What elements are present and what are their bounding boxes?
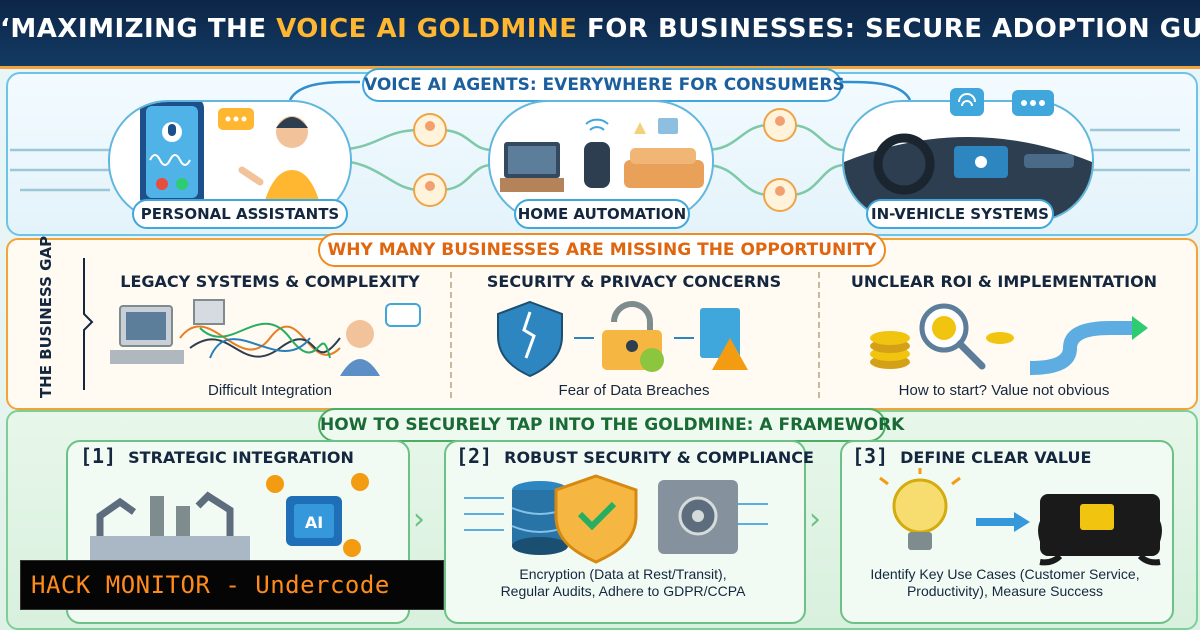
- title-highlight: VOICE AI GOLDMINE: [276, 14, 578, 44]
- tangled-wires-computer-icon: [110, 299, 421, 376]
- gap-caption-roi: How to start? Value not obvious: [898, 382, 1110, 399]
- step-heading: ROBUST SECURITY & COMPLIANCE: [504, 448, 814, 467]
- caption-line: Regular Audits, Adhere to GDPR/CCPA: [500, 583, 746, 599]
- framework-heading-3: [3] DEFINE CLEAR VALUE: [852, 444, 1091, 468]
- gap-heading-roi: UNCLEAR ROI & IMPLEMENTATION: [850, 272, 1158, 291]
- scene-label-personal-assistants: PERSONAL ASSISTANTS: [132, 199, 348, 229]
- watermark-text: HACK MONITOR - Undercode: [31, 571, 390, 599]
- framework-caption-2: Encryption (Data at Rest/Transit),Regula…: [450, 566, 796, 600]
- step-number: [2]: [456, 444, 493, 468]
- gap-caption-security: Fear of Data Breaches: [558, 382, 710, 399]
- database-shield-vault-icon: [464, 474, 768, 564]
- voice-bubbles-icon: [950, 88, 1054, 116]
- lightbulb-coins-icon: [879, 468, 1162, 566]
- title-suffix: FOR BUSINESSES: SECURE ADOPTION GUIDE: [577, 14, 1200, 44]
- gap-heading-legacy: LEGACY SYSTEMS & COMPLEXITY: [120, 272, 420, 291]
- chevron-right-icon: ›: [809, 502, 821, 537]
- framework-banner: HOW TO SECURELY TAP INTO THE GOLDMINE: A…: [318, 408, 904, 442]
- caption-line: Productivity), Measure Success: [906, 583, 1104, 599]
- step-heading: STRATEGIC INTEGRATION: [128, 448, 354, 467]
- title-prefix: ‘MAXIMIZING THE: [0, 14, 277, 44]
- consumer-banner: VOICE AI AGENTS: EVERYWHERE FOR CONSUMER…: [362, 68, 845, 102]
- caption-line: Identify Key Use Cases (Customer Service…: [870, 566, 1140, 582]
- coins-magnifier-path-icon: [870, 303, 1148, 375]
- gap-banner: WHY MANY BUSINESSES ARE MISSING THE OPPO…: [318, 233, 886, 267]
- side-label-text: THE BUSINESS GAP: [37, 235, 55, 399]
- framework-caption-3: Identify Key Use Cases (Customer Service…: [846, 566, 1164, 600]
- caption-line: Encryption (Data at Rest/Transit),: [519, 566, 727, 582]
- scene-label-in-vehicle: IN-VEHICLE SYSTEMS: [866, 199, 1054, 229]
- bracket-icon: [83, 258, 94, 390]
- gap-divider-1: [450, 272, 452, 398]
- smart-speaker-living-room-icon: [500, 118, 704, 192]
- step-number: [1]: [80, 444, 117, 468]
- chevron-right-icon: ›: [413, 502, 425, 537]
- broken-shield-lock-icon: [497, 300, 748, 378]
- smartphone-assistant-icon: [140, 102, 324, 220]
- scene-label-home-automation: HOME AUTOMATION: [514, 199, 690, 229]
- gap-caption-legacy: Difficult Integration: [208, 382, 332, 399]
- gap-divider-2: [818, 272, 820, 398]
- title-bar: ‘MAXIMIZING THE VOICE AI GOLDMINE FOR BU…: [0, 0, 1200, 69]
- framework-heading-1: [1] STRATEGIC INTEGRATION: [80, 444, 354, 468]
- ai-chip-label: AI: [305, 513, 323, 532]
- step-number: [3]: [852, 444, 889, 468]
- page-title: ‘MAXIMIZING THE VOICE AI GOLDMINE FOR BU…: [0, 14, 1200, 44]
- step-heading: DEFINE CLEAR VALUE: [900, 448, 1092, 467]
- watermark-badge: HACK MONITOR - Undercode: [20, 560, 444, 610]
- gap-heading-security: SECURITY & PRIVACY CONCERNS: [486, 272, 782, 291]
- framework-heading-2: [2] ROBUST SECURITY & COMPLIANCE: [456, 444, 814, 468]
